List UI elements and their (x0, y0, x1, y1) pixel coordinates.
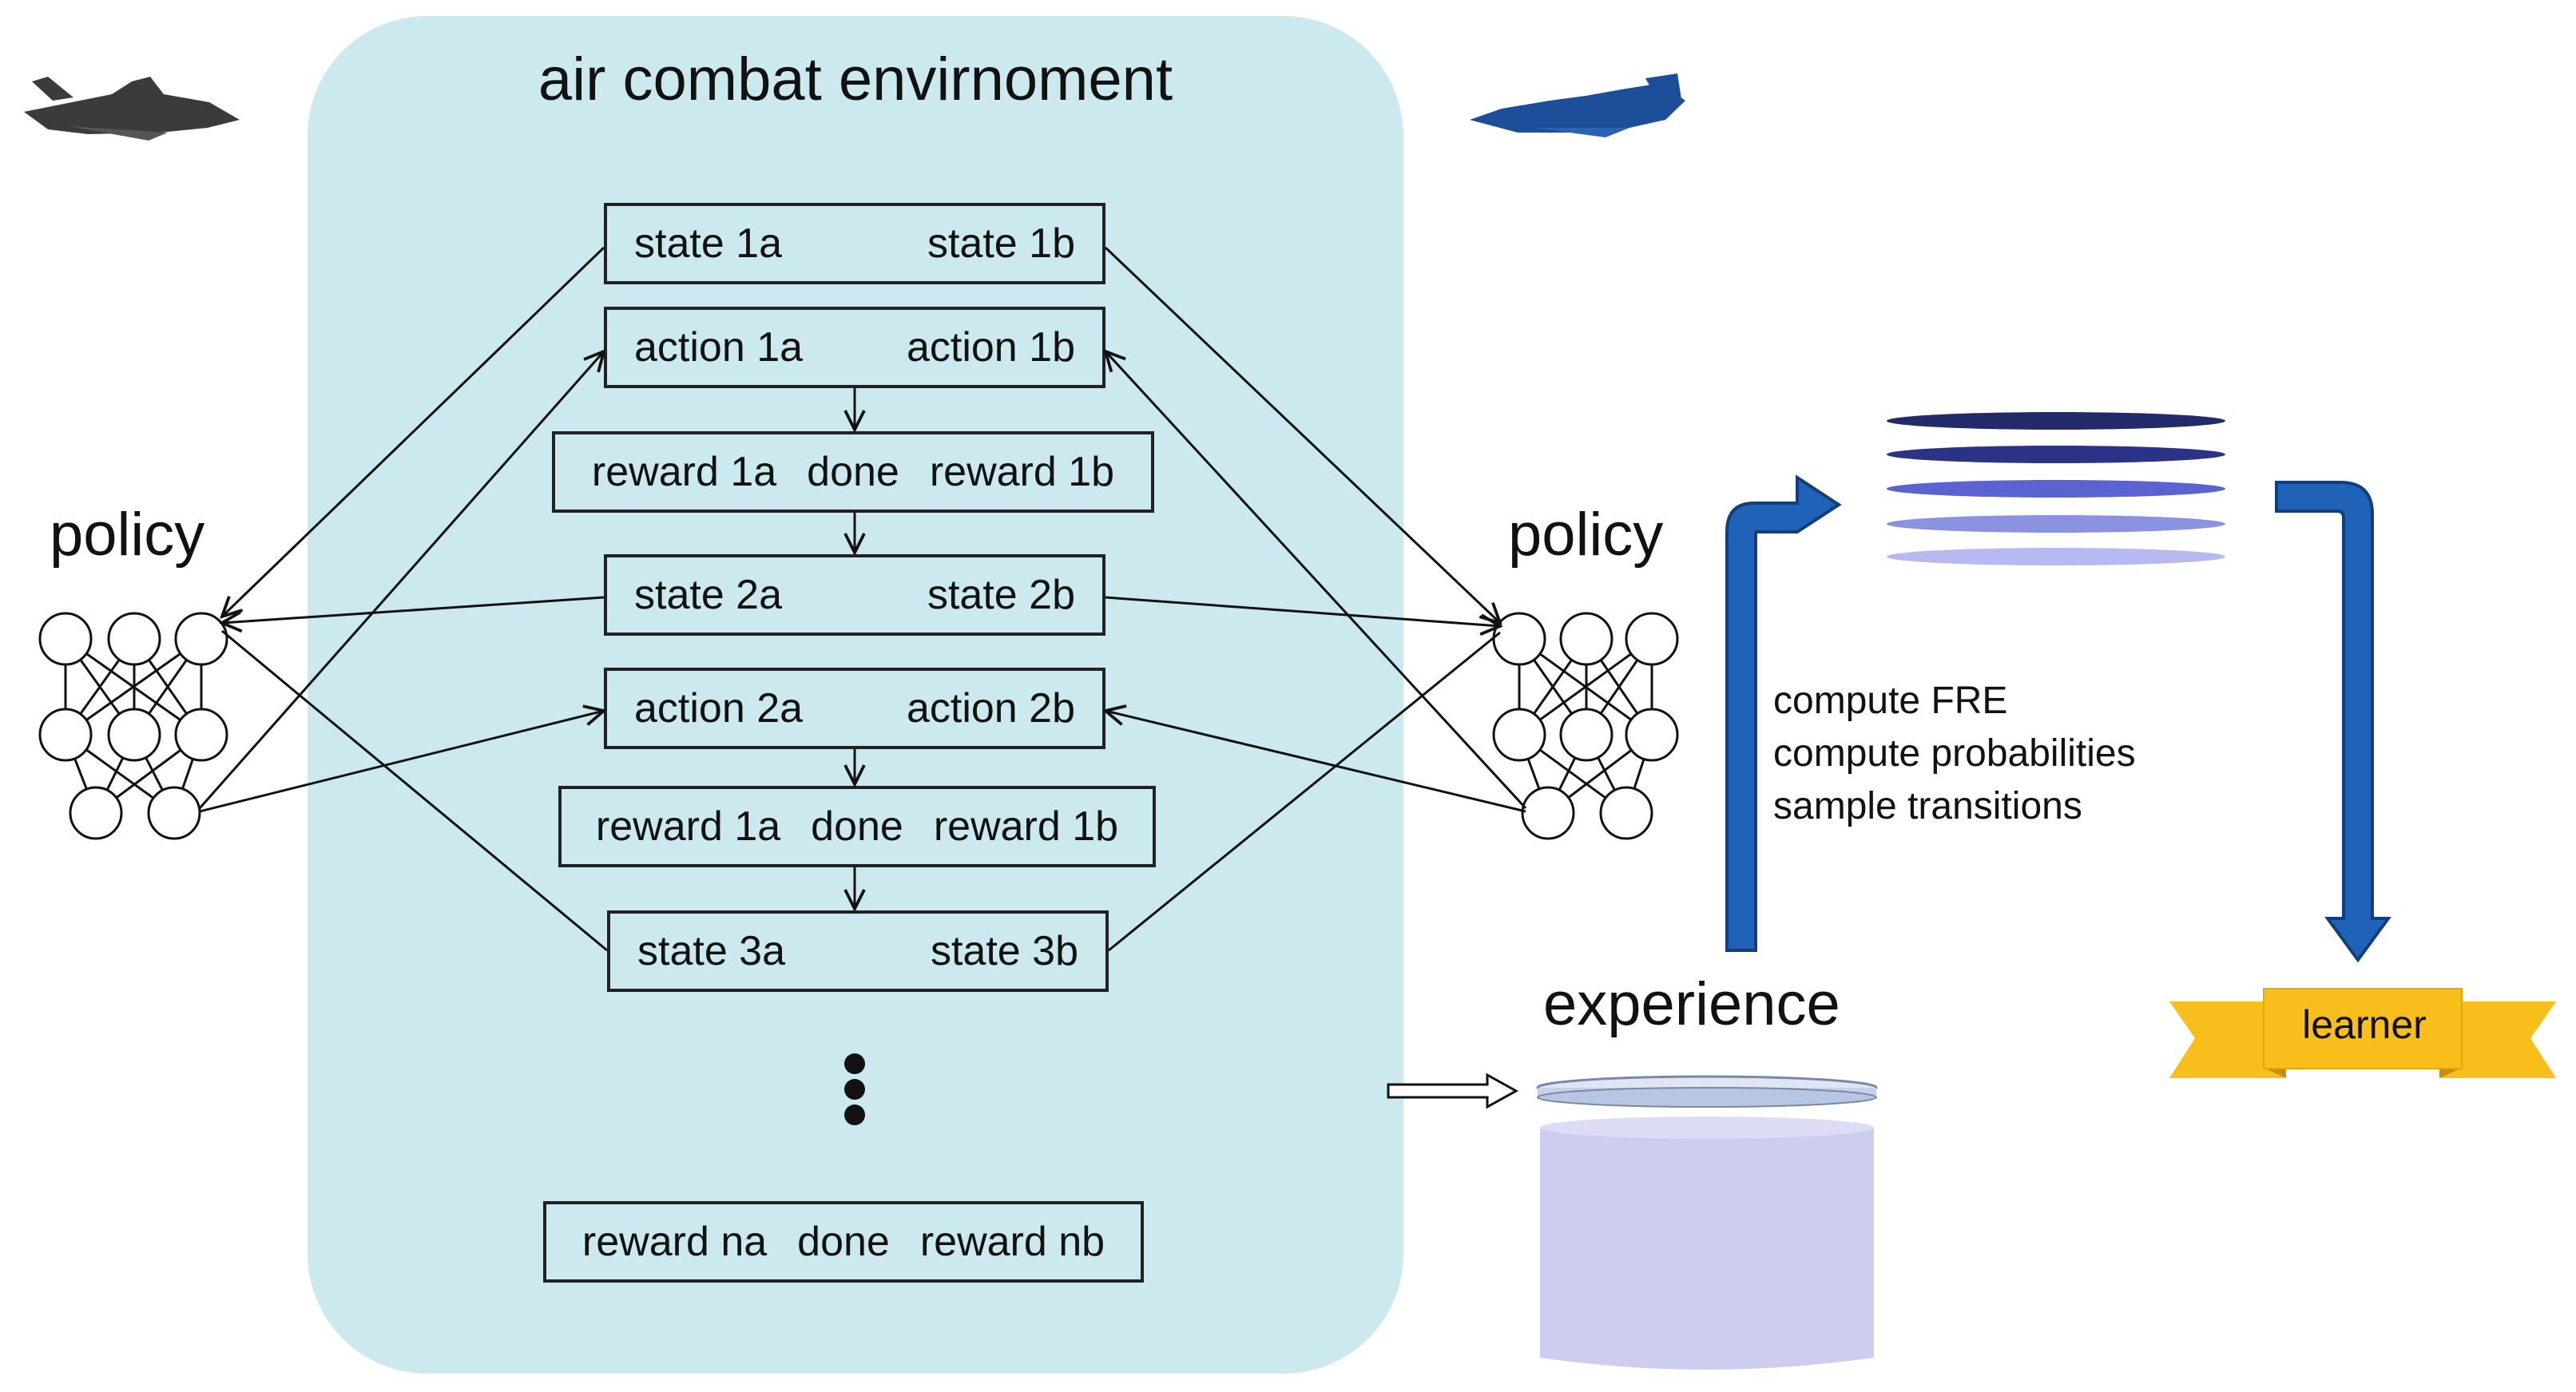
action-1a-label: action 1a (634, 324, 804, 371)
reward-nb-label: reward nb (919, 1219, 1105, 1265)
step-compute-probabilities: compute probabilities (1773, 732, 2136, 775)
state-1b-label: state 1b (927, 220, 1075, 267)
store-arrow (1387, 1073, 1519, 1109)
state-3a-label: state 3a (637, 928, 786, 974)
reward-2a-label: reward 1a (595, 803, 781, 850)
policy-right-label: policy (1508, 501, 1664, 569)
done-2-label: done (811, 803, 903, 850)
sampling-steps: compute FRE compute probabilities sample… (1773, 675, 2136, 833)
action-1b-label: action 1b (906, 324, 1075, 371)
vertical-ellipsis-icon (844, 1053, 865, 1125)
state-3b-label: state 3b (930, 928, 1078, 974)
state-row-2: state 2a state 2b (604, 554, 1105, 636)
policy-network-right (1492, 612, 1679, 840)
done-n-label: done (797, 1219, 890, 1265)
action-2b-label: action 2b (906, 685, 1075, 732)
state-2b-label: state 2b (927, 572, 1075, 618)
step-sample-transitions: sample transitions (1773, 785, 2082, 827)
reward-row-n: reward na done reward nb (543, 1201, 1144, 1283)
experience-label: experience (1543, 970, 1840, 1038)
step-compute-fre: compute FRE (1773, 680, 2008, 722)
environment-title: air combat envirnoment (538, 46, 1173, 113)
state-row-1: state 1a state 1b (604, 203, 1105, 284)
action-2a-label: action 2a (634, 685, 804, 732)
sample-flow-arrow (1725, 474, 1842, 952)
learner-label: learner (2302, 1002, 2427, 1047)
action-row-1: action 1a action 1b (604, 307, 1105, 388)
done-1-label: done (807, 449, 899, 495)
blue-fighter-jet-icon (1470, 73, 1685, 137)
reward-row-2: reward 1a done reward 1b (558, 786, 1156, 867)
stacked-batch-icon (1887, 412, 2225, 565)
learner-flow-arrow (2275, 481, 2391, 963)
ribbon-banner-icon (2169, 988, 2556, 1078)
policy-network-left (38, 612, 228, 840)
dark-fighter-jet-icon (24, 77, 240, 141)
agent-environment-arrows (198, 246, 1527, 952)
reward-1b-label: reward 1b (929, 449, 1115, 495)
state-1a-label: state 1a (634, 220, 783, 267)
action-row-2: action 2a action 2b (604, 668, 1105, 749)
reward-na-label: reward na (581, 1219, 768, 1265)
state-row-3: state 3a state 3b (607, 910, 1109, 992)
policy-left-label: policy (50, 501, 205, 569)
reward-row-1: reward 1a done reward 1b (552, 431, 1154, 513)
reward-2b-label: reward 1b (933, 803, 1119, 850)
state-2a-label: state 2a (634, 572, 783, 618)
replay-buffer-cylinder-icon (1536, 1075, 1878, 1370)
reward-1a-label: reward 1a (591, 449, 777, 495)
